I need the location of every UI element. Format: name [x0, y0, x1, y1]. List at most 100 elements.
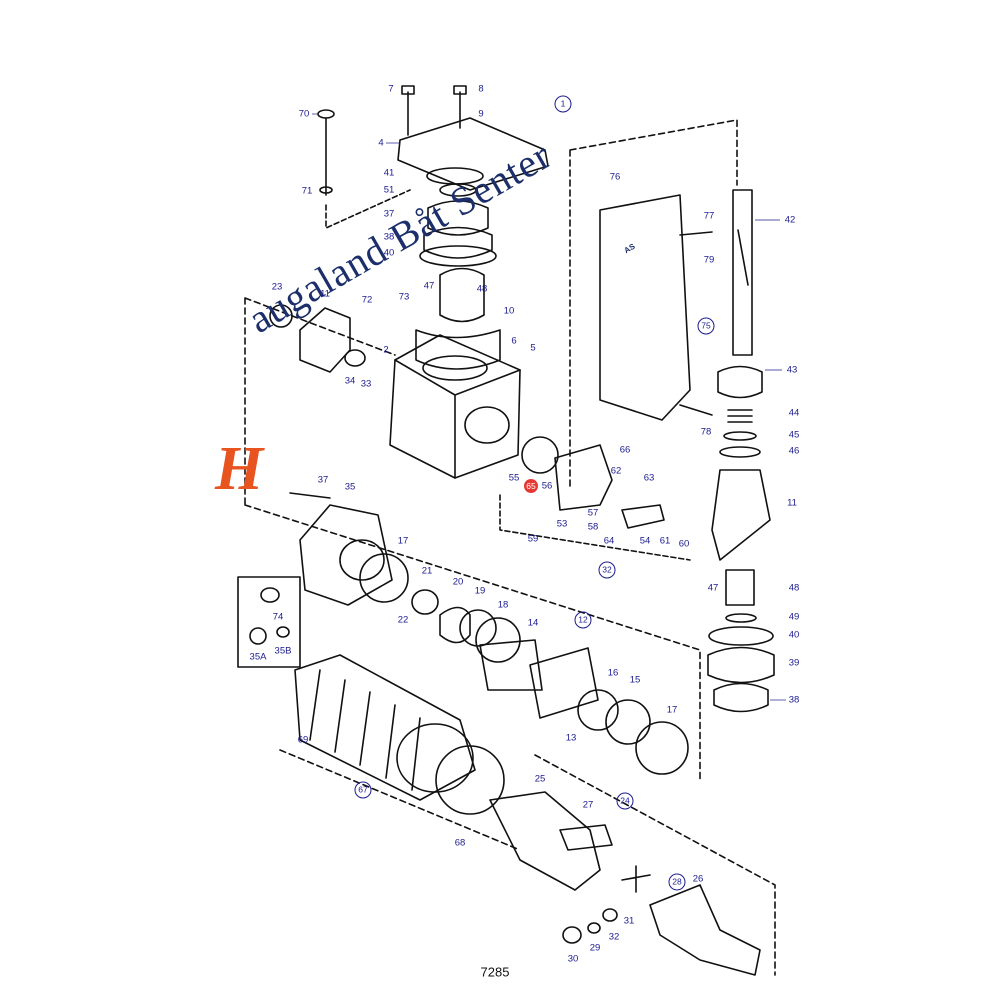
callout-69[interactable]: 69: [297, 734, 309, 746]
callout-76[interactable]: 76: [609, 171, 621, 183]
callout-53[interactable]: 53: [556, 518, 568, 530]
callout-64[interactable]: 64: [603, 535, 615, 547]
bearing-housing-35[interactable]: [299, 504, 393, 606]
callout-35b[interactable]: 35B: [274, 645, 292, 657]
callout-62[interactable]: 62: [610, 465, 622, 477]
callout-41[interactable]: 41: [383, 167, 395, 179]
callout-11-left[interactable]: 11: [320, 288, 330, 300]
callout-24[interactable]: 24: [616, 792, 634, 810]
callout-51[interactable]: 51: [383, 184, 395, 196]
callout-30[interactable]: 30: [567, 953, 579, 965]
callout-17-lower[interactable]: 17: [666, 704, 678, 716]
callout-2[interactable]: 2: [383, 344, 389, 356]
callout-79[interactable]: 79: [703, 254, 715, 266]
callout-56[interactable]: 56: [541, 480, 553, 492]
callout-68[interactable]: 68: [454, 837, 466, 849]
callout-61[interactable]: 61: [659, 535, 671, 547]
callout-48-right[interactable]: 48: [788, 582, 800, 594]
callout-46[interactable]: 46: [788, 445, 800, 457]
callout-59[interactable]: 59: [527, 533, 539, 545]
callout-17-upper[interactable]: 17: [397, 535, 409, 547]
callout-4[interactable]: 4: [378, 137, 384, 149]
callout-77[interactable]: 77: [703, 210, 715, 222]
callout-16[interactable]: 16: [607, 667, 619, 679]
callout-29[interactable]: 29: [589, 942, 601, 954]
callout-12[interactable]: 12: [574, 611, 592, 629]
callout-44[interactable]: 44: [788, 407, 800, 419]
callout-38[interactable]: 38: [383, 231, 395, 243]
callout-75[interactable]: 75: [697, 317, 715, 335]
callout-42[interactable]: 42: [784, 214, 796, 226]
callout-28[interactable]: 28: [668, 873, 686, 891]
vertical-shaft-42[interactable]: [732, 189, 753, 356]
callout-71[interactable]: 71: [301, 185, 313, 197]
callout-40-right[interactable]: 40: [788, 629, 800, 641]
cv-joint-25[interactable]: [489, 791, 601, 891]
callout-15[interactable]: 15: [629, 674, 641, 686]
callout-70[interactable]: 70: [298, 108, 310, 120]
callout-19[interactable]: 19: [474, 585, 486, 597]
callout-26[interactable]: 26: [692, 873, 704, 885]
callout-33[interactable]: 33: [360, 378, 372, 390]
upper-gear-housing[interactable]: [389, 334, 521, 479]
callout-10[interactable]: 10: [503, 305, 515, 317]
callout-78[interactable]: 78: [700, 426, 712, 438]
figure-number: 7285: [480, 964, 510, 980]
callout-9[interactable]: 9: [478, 108, 484, 120]
callout-60[interactable]: 60: [678, 538, 690, 550]
callout-31[interactable]: 31: [623, 915, 635, 927]
callout-14[interactable]: 14: [527, 617, 539, 629]
bellows-69[interactable]: [294, 654, 476, 801]
callout-13[interactable]: 13: [565, 732, 577, 744]
callout-18[interactable]: 18: [497, 599, 509, 611]
callout-25[interactable]: 25: [534, 773, 546, 785]
callout-58[interactable]: 58: [587, 521, 599, 533]
callout-65[interactable]: 65: [524, 479, 538, 493]
callout-55[interactable]: 55: [508, 472, 520, 484]
callout-22[interactable]: 22: [397, 614, 409, 626]
callout-45[interactable]: 45: [788, 429, 800, 441]
callout-11-right[interactable]: 11: [787, 497, 797, 509]
callout-47-right[interactable]: 47: [707, 582, 719, 594]
top-cover[interactable]: [397, 117, 549, 191]
callout-27[interactable]: 27: [582, 799, 594, 811]
callout-37[interactable]: 37: [383, 208, 395, 220]
callout-39[interactable]: 39: [788, 657, 800, 669]
callout-6[interactable]: 6: [511, 335, 517, 347]
callout-5[interactable]: 5: [530, 342, 536, 354]
callout-63[interactable]: 63: [643, 472, 655, 484]
callout-47[interactable]: 47: [423, 280, 435, 292]
callout-38-right[interactable]: 38: [788, 694, 800, 706]
callout-67[interactable]: 67: [354, 781, 372, 799]
callout-72[interactable]: 72: [361, 294, 373, 306]
shield-plate-75[interactable]: [599, 194, 691, 421]
part-74: [260, 587, 280, 603]
washer-46: [719, 446, 761, 458]
callout-1[interactable]: 1: [554, 95, 572, 113]
callout-66[interactable]: 66: [619, 444, 631, 456]
callout-49[interactable]: 49: [788, 611, 800, 623]
callout-32-lower[interactable]: 32: [608, 931, 620, 943]
yoke-26[interactable]: [649, 884, 761, 976]
callout-40[interactable]: 40: [383, 247, 395, 259]
pump-cover[interactable]: [554, 444, 613, 511]
callout-35a[interactable]: 35A: [249, 651, 267, 663]
callout-37-lower[interactable]: 37: [317, 474, 329, 486]
o-ring-55: [521, 436, 559, 474]
callout-32[interactable]: 32: [598, 561, 616, 579]
callout-8[interactable]: 8: [478, 83, 484, 95]
ring-21: [411, 589, 439, 615]
callout-20[interactable]: 20: [452, 576, 464, 588]
dipstick-handle: [317, 109, 335, 119]
callout-54[interactable]: 54: [639, 535, 651, 547]
callout-48[interactable]: 48: [476, 283, 488, 295]
callout-35[interactable]: 35: [344, 481, 356, 493]
callout-34[interactable]: 34: [344, 375, 356, 387]
callout-73[interactable]: 73: [398, 291, 410, 303]
callout-21[interactable]: 21: [421, 565, 433, 577]
callout-57[interactable]: 57: [587, 507, 599, 519]
callout-23[interactable]: 23: [271, 281, 283, 293]
callout-74[interactable]: 74: [272, 611, 284, 623]
callout-43[interactable]: 43: [786, 364, 798, 376]
callout-7[interactable]: 7: [388, 83, 394, 95]
